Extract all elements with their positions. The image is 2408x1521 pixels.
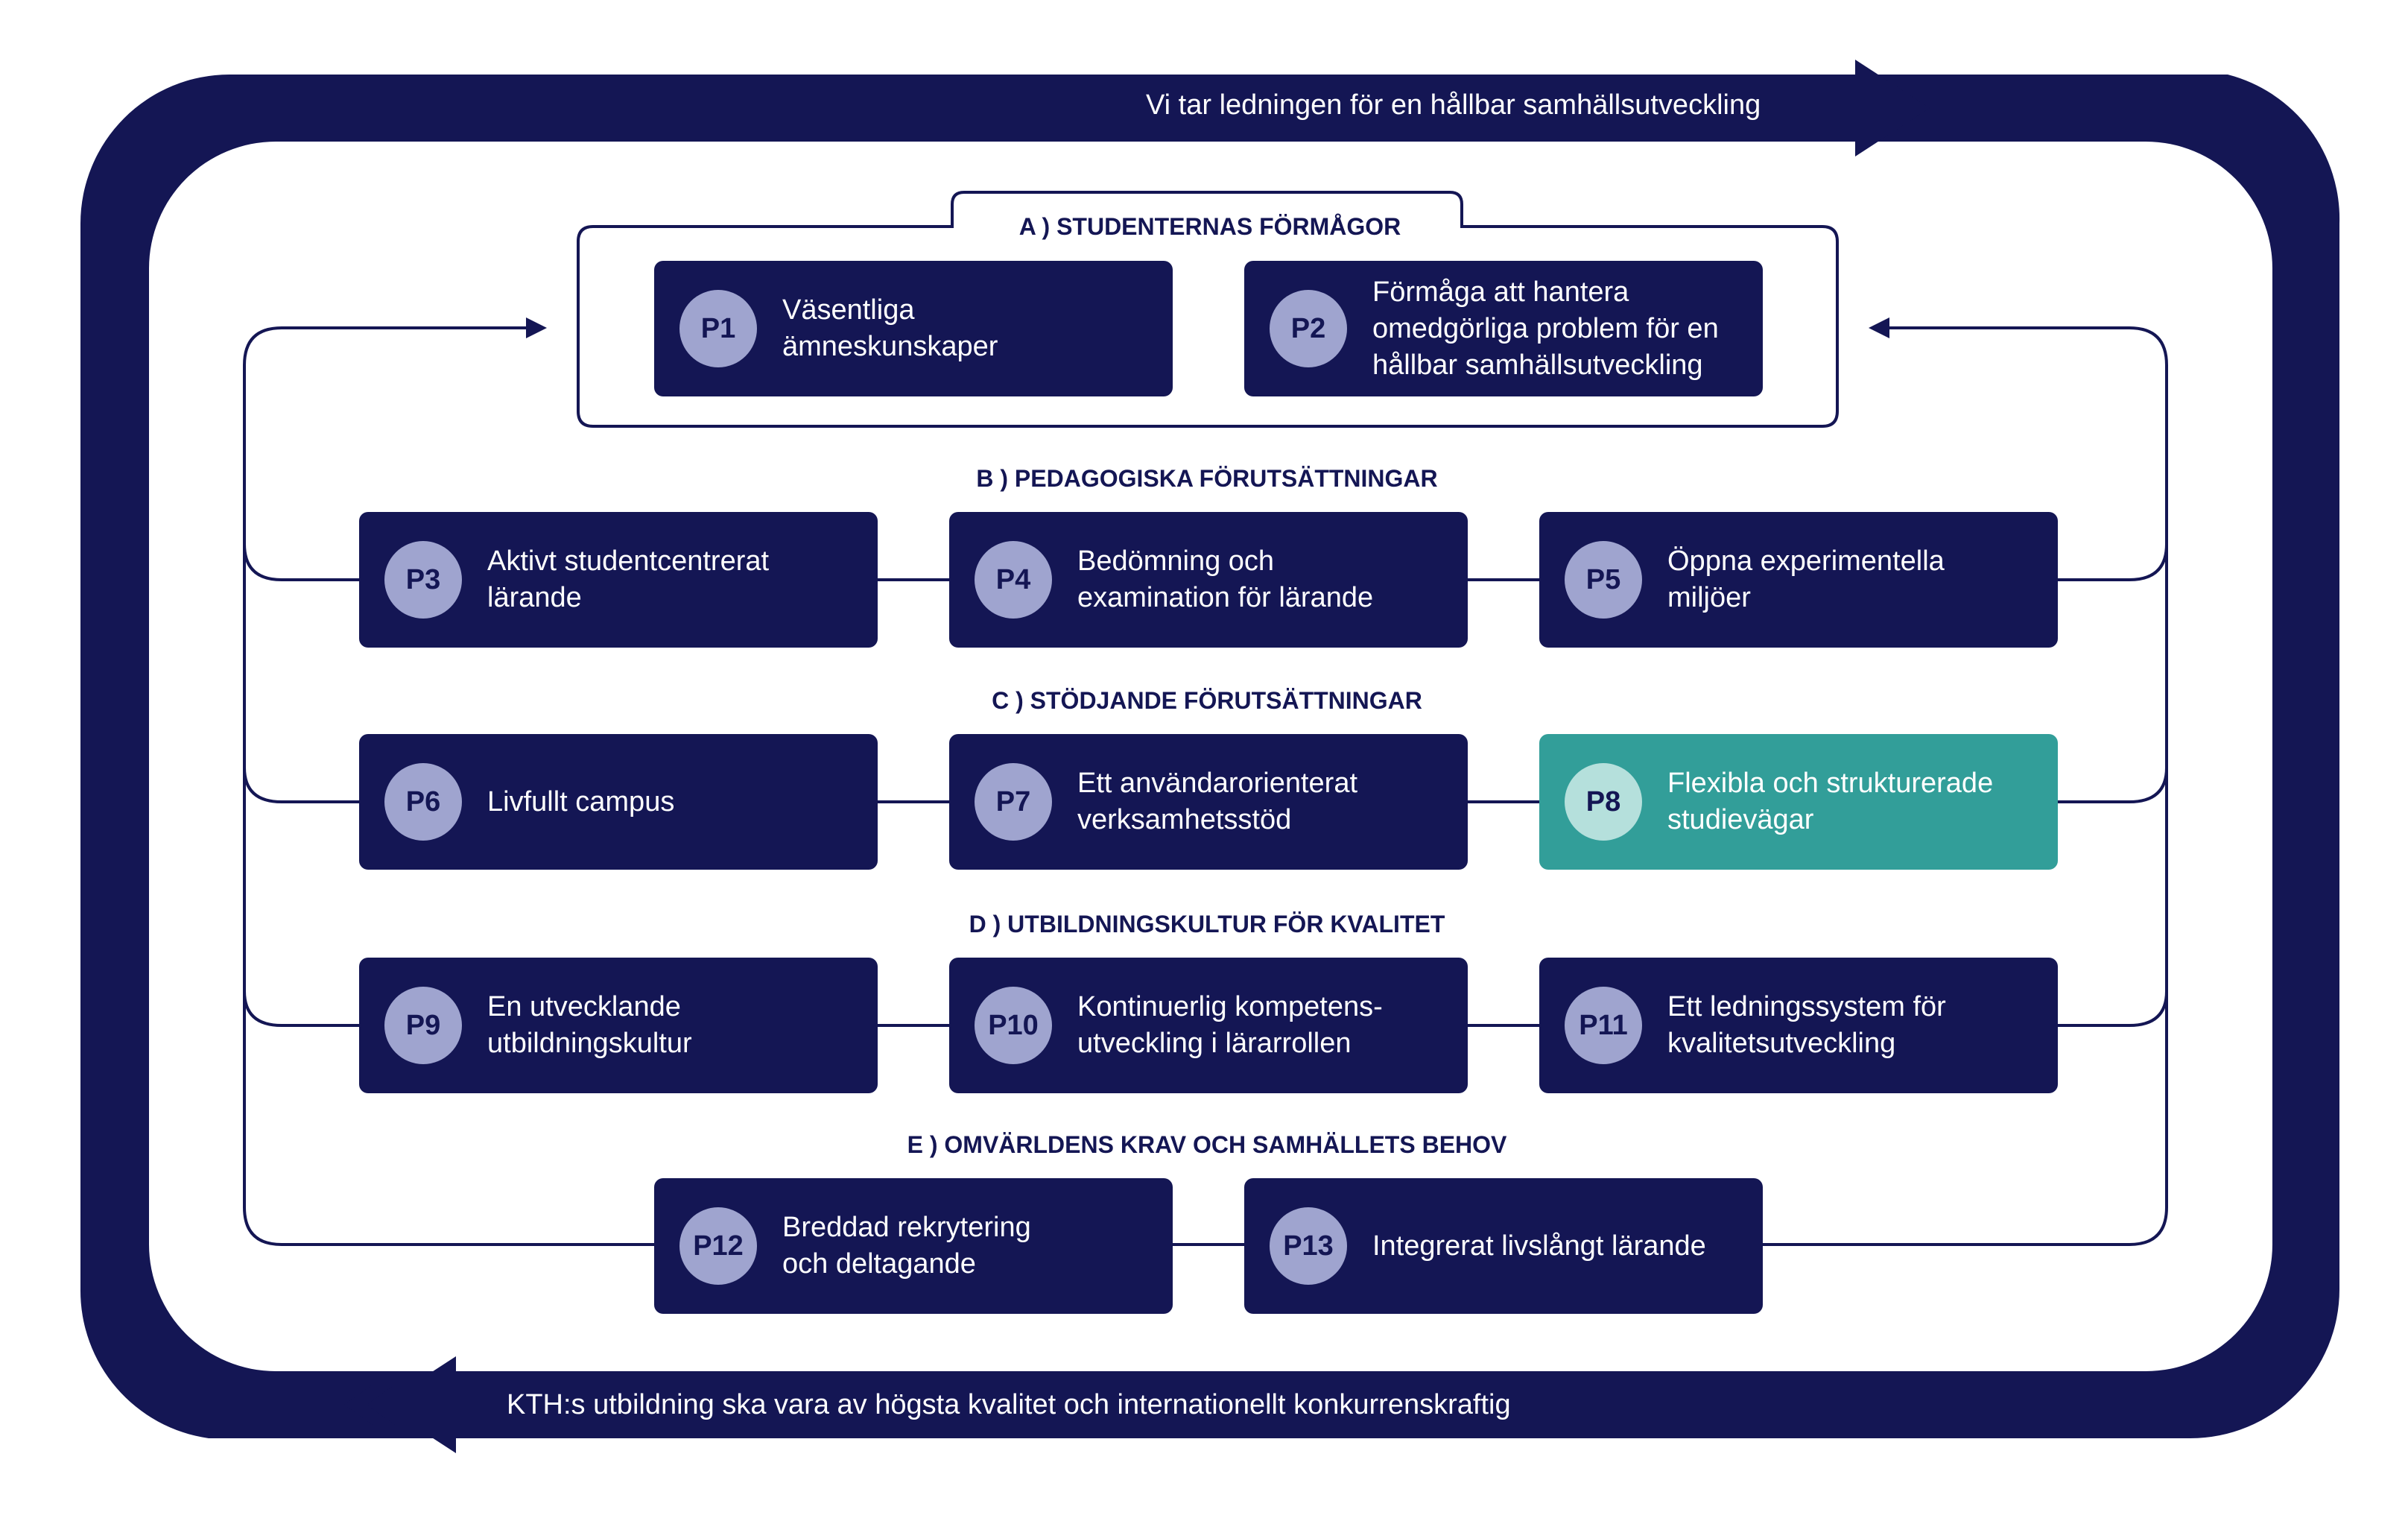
- badge-p8: P8: [1565, 763, 1642, 841]
- top-arrow-chevron: [1915, 88, 1967, 128]
- label-p5: Öppna experimentella miljöer: [1667, 546, 1945, 613]
- section-letter: B ): [976, 465, 1009, 492]
- badge-p10: P10: [975, 987, 1052, 1064]
- badge-p7: P7: [975, 763, 1052, 841]
- badge-p2: P2: [1270, 290, 1347, 367]
- section-a-outline: [577, 191, 1839, 428]
- box-p1: P1 Väsentliga ämneskunskaper: [654, 261, 1173, 396]
- bottom-arrow-head: [381, 1356, 456, 1453]
- section-letter: D ): [969, 911, 1001, 937]
- top-banner-text: Vi tar ledningen för en hållbar samhälls…: [1146, 89, 1761, 121]
- box-p3: P3 Aktivt studentcentrerat lärande: [359, 512, 878, 648]
- badge-p4: P4: [975, 541, 1052, 619]
- section-label: STUDENTERNAS FÖRMÅGOR: [1056, 213, 1401, 240]
- section-letter: E ): [907, 1131, 938, 1158]
- badge-p9: P9: [384, 987, 462, 1064]
- section-label: OMVÄRLDENS KRAV OCH SAMHÄLLETS BEHOV: [944, 1131, 1507, 1158]
- box-p4: P4 Bedömning och examination för lärande: [949, 512, 1468, 648]
- box-p6: P6 Livfullt campus: [359, 734, 878, 870]
- box-p8: P8 Flexibla och strukturerade studieväga…: [1539, 734, 2058, 870]
- section-a-title: A ) STUDENTERNAS FÖRMÅGOR: [1019, 213, 1401, 241]
- badge-p6: P6: [384, 763, 462, 841]
- left-connector: [243, 326, 654, 1246]
- label-p3: Aktivt studentcentrerat lärande: [487, 546, 770, 613]
- label-p9: En utvecklande utbildningskultur: [487, 991, 692, 1059]
- label-p4: Bedömning och examination för lärande: [1077, 546, 1374, 613]
- section-label: PEDAGOGISKA FÖRUTSÄTTNINGAR: [1014, 465, 1438, 492]
- box-p13: P13 Integrerat livslångt lärande: [1244, 1178, 1763, 1314]
- label-p7: Ett användarorienterat verksamhetsstöd: [1077, 768, 1358, 835]
- bottom-banner-text: KTH:s utbildning ska vara av högsta kval…: [507, 1389, 1511, 1420]
- label-p10: Kontinuerlig kompetens- utveckling i lär…: [1077, 991, 1383, 1059]
- section-e-title: E ) OMVÄRLDENS KRAV OCH SAMHÄLLETS BEHOV: [907, 1131, 1507, 1159]
- label-p11: Ett ledningssystem för kvalitetsutveckli…: [1667, 991, 1946, 1059]
- label-p6: Livfullt campus: [487, 785, 675, 818]
- section-letter: A ): [1018, 213, 1051, 240]
- section-d-title: D ) UTBILDNINGSKULTUR FÖR KVALITET: [969, 911, 1445, 938]
- label-p13: Integrerat livslångt lärande: [1372, 1230, 1706, 1262]
- badge-p3: P3: [384, 541, 462, 619]
- label-p8: Flexibla och strukturerade studievägar: [1667, 768, 1994, 835]
- badge-p12: P12: [679, 1207, 757, 1285]
- bottom-arrow-chevron: [344, 1385, 395, 1425]
- top-arrow-head: [1855, 60, 1930, 156]
- section-c-title: C ) STÖDJANDE FÖRUTSÄTTNINGAR: [992, 687, 1422, 715]
- badge-p1: P1: [679, 290, 757, 367]
- badge-p5: P5: [1565, 541, 1642, 619]
- label-p1: Väsentliga ämneskunskaper: [782, 294, 998, 362]
- box-p7: P7 Ett användarorienterat verksamhetsstö…: [949, 734, 1468, 870]
- box-p9: P9 En utvecklande utbildningskultur: [359, 958, 878, 1093]
- section-letter: C ): [992, 687, 1024, 714]
- row-connectors: [878, 578, 1539, 1246]
- box-p5: P5 Öppna experimentella miljöer: [1539, 512, 2058, 648]
- box-p11: P11 Ett ledningssystem för kvalitetsutve…: [1539, 958, 2058, 1093]
- label-p2: Förmåga att hantera omedgörliga problem …: [1372, 276, 1719, 381]
- box-p10: P10 Kontinuerlig kompetens- utveckling i…: [949, 958, 1468, 1093]
- left-connector-arrow: [526, 317, 547, 338]
- right-connector: [1758, 326, 2168, 1246]
- right-connector-arrow: [1869, 317, 1889, 338]
- box-p2: P2 Förmåga att hantera omedgörliga probl…: [1244, 261, 1763, 396]
- label-p12: Breddad rekrytering och deltagande: [782, 1212, 1031, 1280]
- section-label: UTBILDNINGSKULTUR FÖR KVALITET: [1007, 911, 1445, 937]
- badge-p11: P11: [1565, 987, 1642, 1064]
- badge-p13: P13: [1270, 1207, 1347, 1285]
- box-p12: P12 Breddad rekrytering och deltagande: [654, 1178, 1173, 1314]
- section-label: STÖDJANDE FÖRUTSÄTTNINGAR: [1030, 687, 1422, 714]
- section-b-title: B ) PEDAGOGISKA FÖRUTSÄTTNINGAR: [976, 465, 1437, 493]
